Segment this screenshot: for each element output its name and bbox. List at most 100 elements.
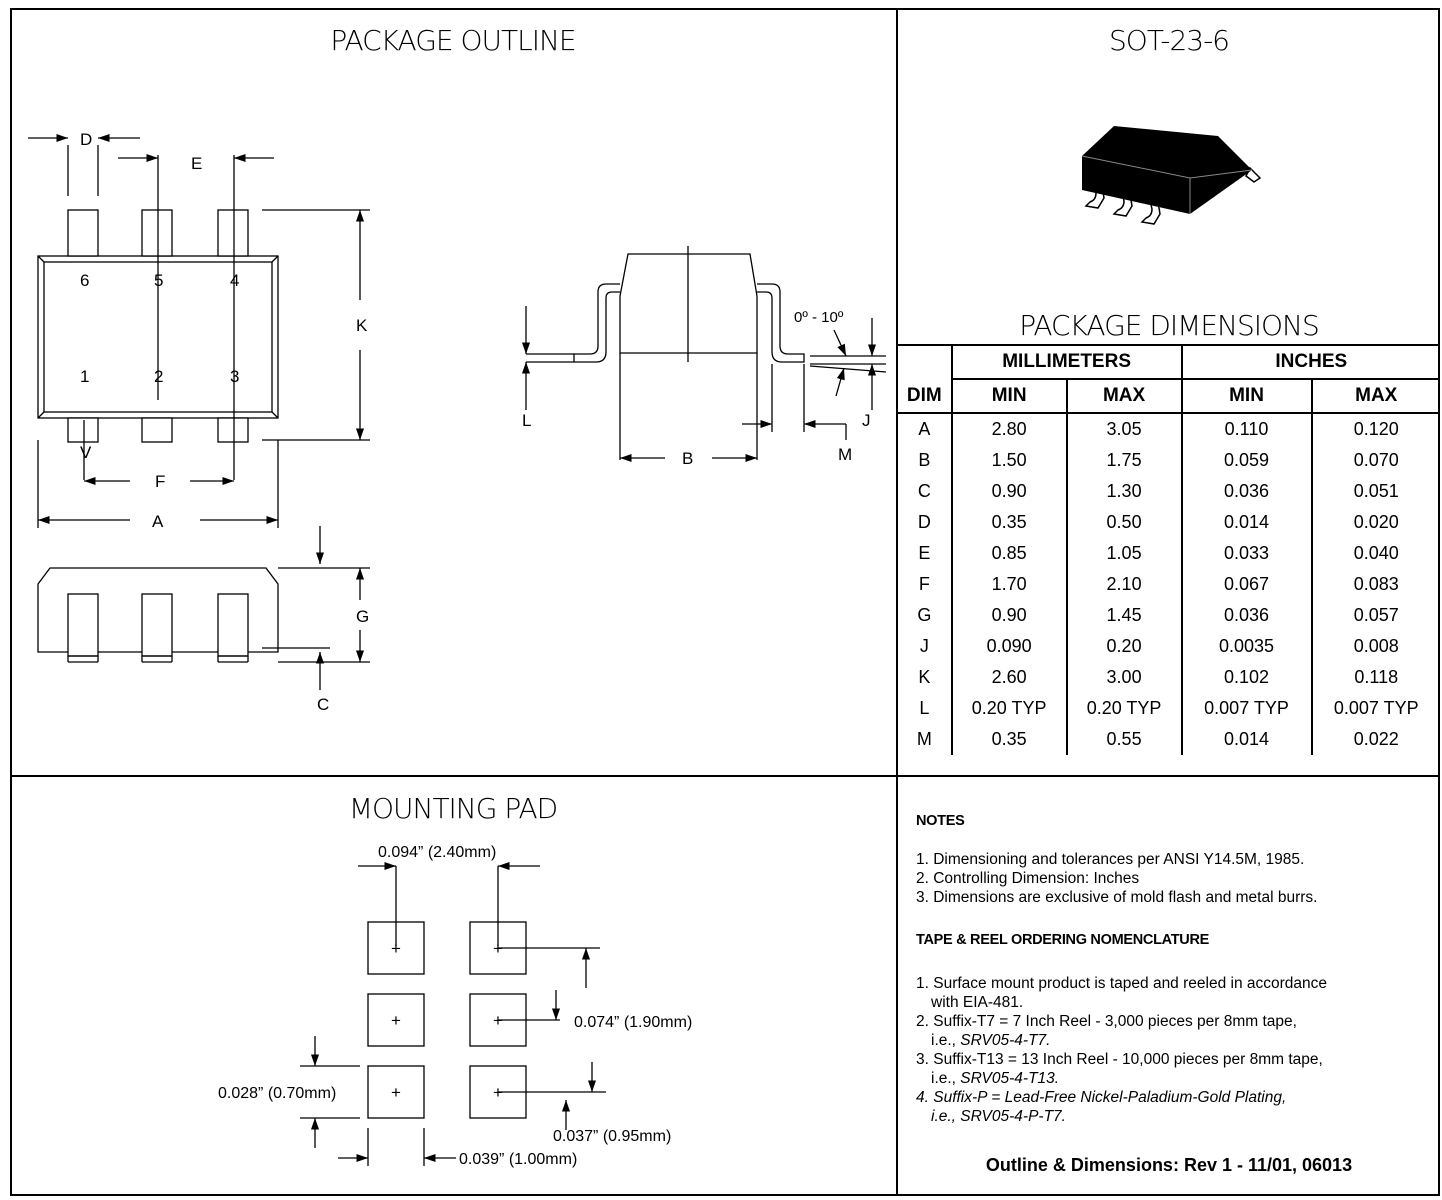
tape-reel-item: i.e., SRV05-4-T7. [916, 1031, 1436, 1050]
value-cell: 0.20 TYP [950, 693, 1067, 724]
package-dimensions-title: PACKAGE DIMENSIONS [1019, 309, 1320, 342]
dim-cell: A [918, 419, 931, 439]
part-title: SOT-23-6 [1109, 24, 1230, 57]
pad-mark: + [493, 939, 503, 958]
value-cell: 3.00 [1065, 662, 1182, 693]
value-cell: 0.120 [1310, 413, 1440, 445]
group-header-inches: INCHES [1180, 344, 1440, 380]
value-cell: 0.067 [1180, 569, 1312, 600]
value-cell: 0.057 [1310, 600, 1440, 631]
horizontal-divider [10, 775, 1440, 777]
package-outline-title: PACKAGE OUTLINE [330, 24, 576, 57]
dim-cell: C [917, 481, 931, 501]
dim-label-m: M [838, 445, 852, 464]
pad-mark: + [493, 1083, 503, 1102]
tape-reel-item: 1. Surface mount product is taped and re… [916, 975, 1328, 992]
col-header-dim: DIM [898, 379, 952, 414]
value-cell: 2.60 [950, 662, 1067, 693]
value-cell: 3.05 [1065, 413, 1182, 445]
dim-pad-gap: 0.037” (0.95mm) [553, 1128, 671, 1145]
pad-mark: + [391, 939, 401, 958]
value-cell: 0.102 [1180, 662, 1312, 693]
dim-label-k: K [356, 316, 368, 335]
dim-cell: G [917, 605, 932, 625]
note-item: 1. Dimensioning and tolerances per ANSI … [916, 851, 1305, 868]
value-cell: 0.007 TYP [1180, 693, 1312, 724]
pin-label-4: 4 [230, 271, 239, 290]
tape-reel-part: SRV05-4-T7. [960, 1032, 1051, 1049]
tape-reel-ie: i.e., [931, 1070, 961, 1087]
value-cell: 1.45 [1065, 600, 1182, 631]
value-cell: 0.50 [1065, 507, 1182, 538]
vertical-divider [896, 8, 898, 1196]
front-view-body [37, 567, 279, 653]
footer-revision: Outline & Dimensions: Rev 1 - 11/01, 060… [985, 1155, 1353, 1175]
notes-section: NOTES 1. Dimensioning and tolerances per… [916, 812, 1436, 1126]
tape-reel-ie: i.e., [931, 1032, 961, 1049]
col-header-in-min: MIN [1180, 379, 1312, 414]
value-cell: 0.022 [1310, 724, 1440, 755]
value-cell: 0.35 [950, 724, 1067, 755]
tape-reel-heading: TAPE & REEL ORDERING NOMENCLATURE [916, 932, 1210, 948]
value-cell: 0.85 [950, 538, 1067, 569]
dim-label-a: A [152, 512, 164, 531]
dim-label-f: F [155, 472, 165, 491]
value-cell: 0.90 [950, 476, 1067, 507]
package-outline-drawing: D E K F A V G C L B M J 0º - 10º 6 5 4 1… [28, 130, 887, 714]
dim-cell: M [916, 729, 932, 749]
dim-pad-w: 0.039” (1.00mm) [459, 1151, 577, 1168]
value-cell: 2.10 [1065, 569, 1182, 600]
sot23-package-image [1081, 126, 1262, 225]
dim-label-j: J [862, 411, 871, 430]
pad-mark: + [391, 1083, 401, 1102]
pin-label-5: 5 [154, 271, 163, 290]
notes-heading: NOTES [916, 813, 965, 829]
value-cell: 0.20 TYP [1065, 693, 1182, 724]
dim-cell: E [918, 543, 931, 563]
value-cell: 2.80 [950, 413, 1067, 445]
note-item: 3. Dimensions are exclusive of mold flas… [916, 889, 1318, 906]
dim-cell: D [917, 512, 931, 532]
note-item: 2. Controlling Dimension: Inches [916, 870, 1140, 887]
tape-reel-item: 3. Suffix-T13 = 13 Inch Reel - 10,000 pi… [916, 1051, 1323, 1068]
value-cell: 0.35 [950, 507, 1067, 538]
dim-label-angle: 0º - 10º [794, 309, 844, 326]
value-cell: 1.30 [1065, 476, 1182, 507]
value-cell: 0.020 [1310, 507, 1440, 538]
pad-left-2 [367, 993, 425, 1047]
pin-label-2: 2 [154, 367, 163, 386]
value-cell: 0.040 [1310, 538, 1440, 569]
pin-label-3: 3 [230, 367, 239, 386]
value-cell: 0.059 [1180, 445, 1312, 476]
col-header-in-max: MAX [1310, 379, 1440, 414]
dim-cell: L [919, 698, 930, 718]
value-cell: 0.036 [1180, 476, 1312, 507]
value-cell: 1.70 [950, 569, 1067, 600]
value-cell: 1.50 [950, 445, 1067, 476]
dim-cell: J [919, 636, 929, 656]
dim-label-b: B [682, 449, 693, 468]
tape-reel-item: 2. Suffix-T7 = 7 Inch Reel - 3,000 piece… [916, 1013, 1297, 1030]
dim-label-l: L [522, 411, 531, 430]
tape-reel-part: SRV05-4-T13. [960, 1070, 1060, 1087]
value-cell: 0.036 [1180, 600, 1312, 631]
dim-cell: K [918, 667, 931, 687]
dim-cell: B [918, 450, 931, 470]
group-header-mm: MILLIMETERS [950, 344, 1182, 380]
value-cell: 0.118 [1310, 662, 1440, 693]
value-cell: 0.033 [1180, 538, 1312, 569]
dim-label-g: G [356, 607, 369, 626]
value-cell: 0.014 [1180, 507, 1312, 538]
value-cell: 0.051 [1310, 476, 1440, 507]
tape-reel-item: with EIA-481. [931, 994, 1024, 1011]
dim-pad-h: 0.028” (0.70mm) [218, 1085, 336, 1102]
